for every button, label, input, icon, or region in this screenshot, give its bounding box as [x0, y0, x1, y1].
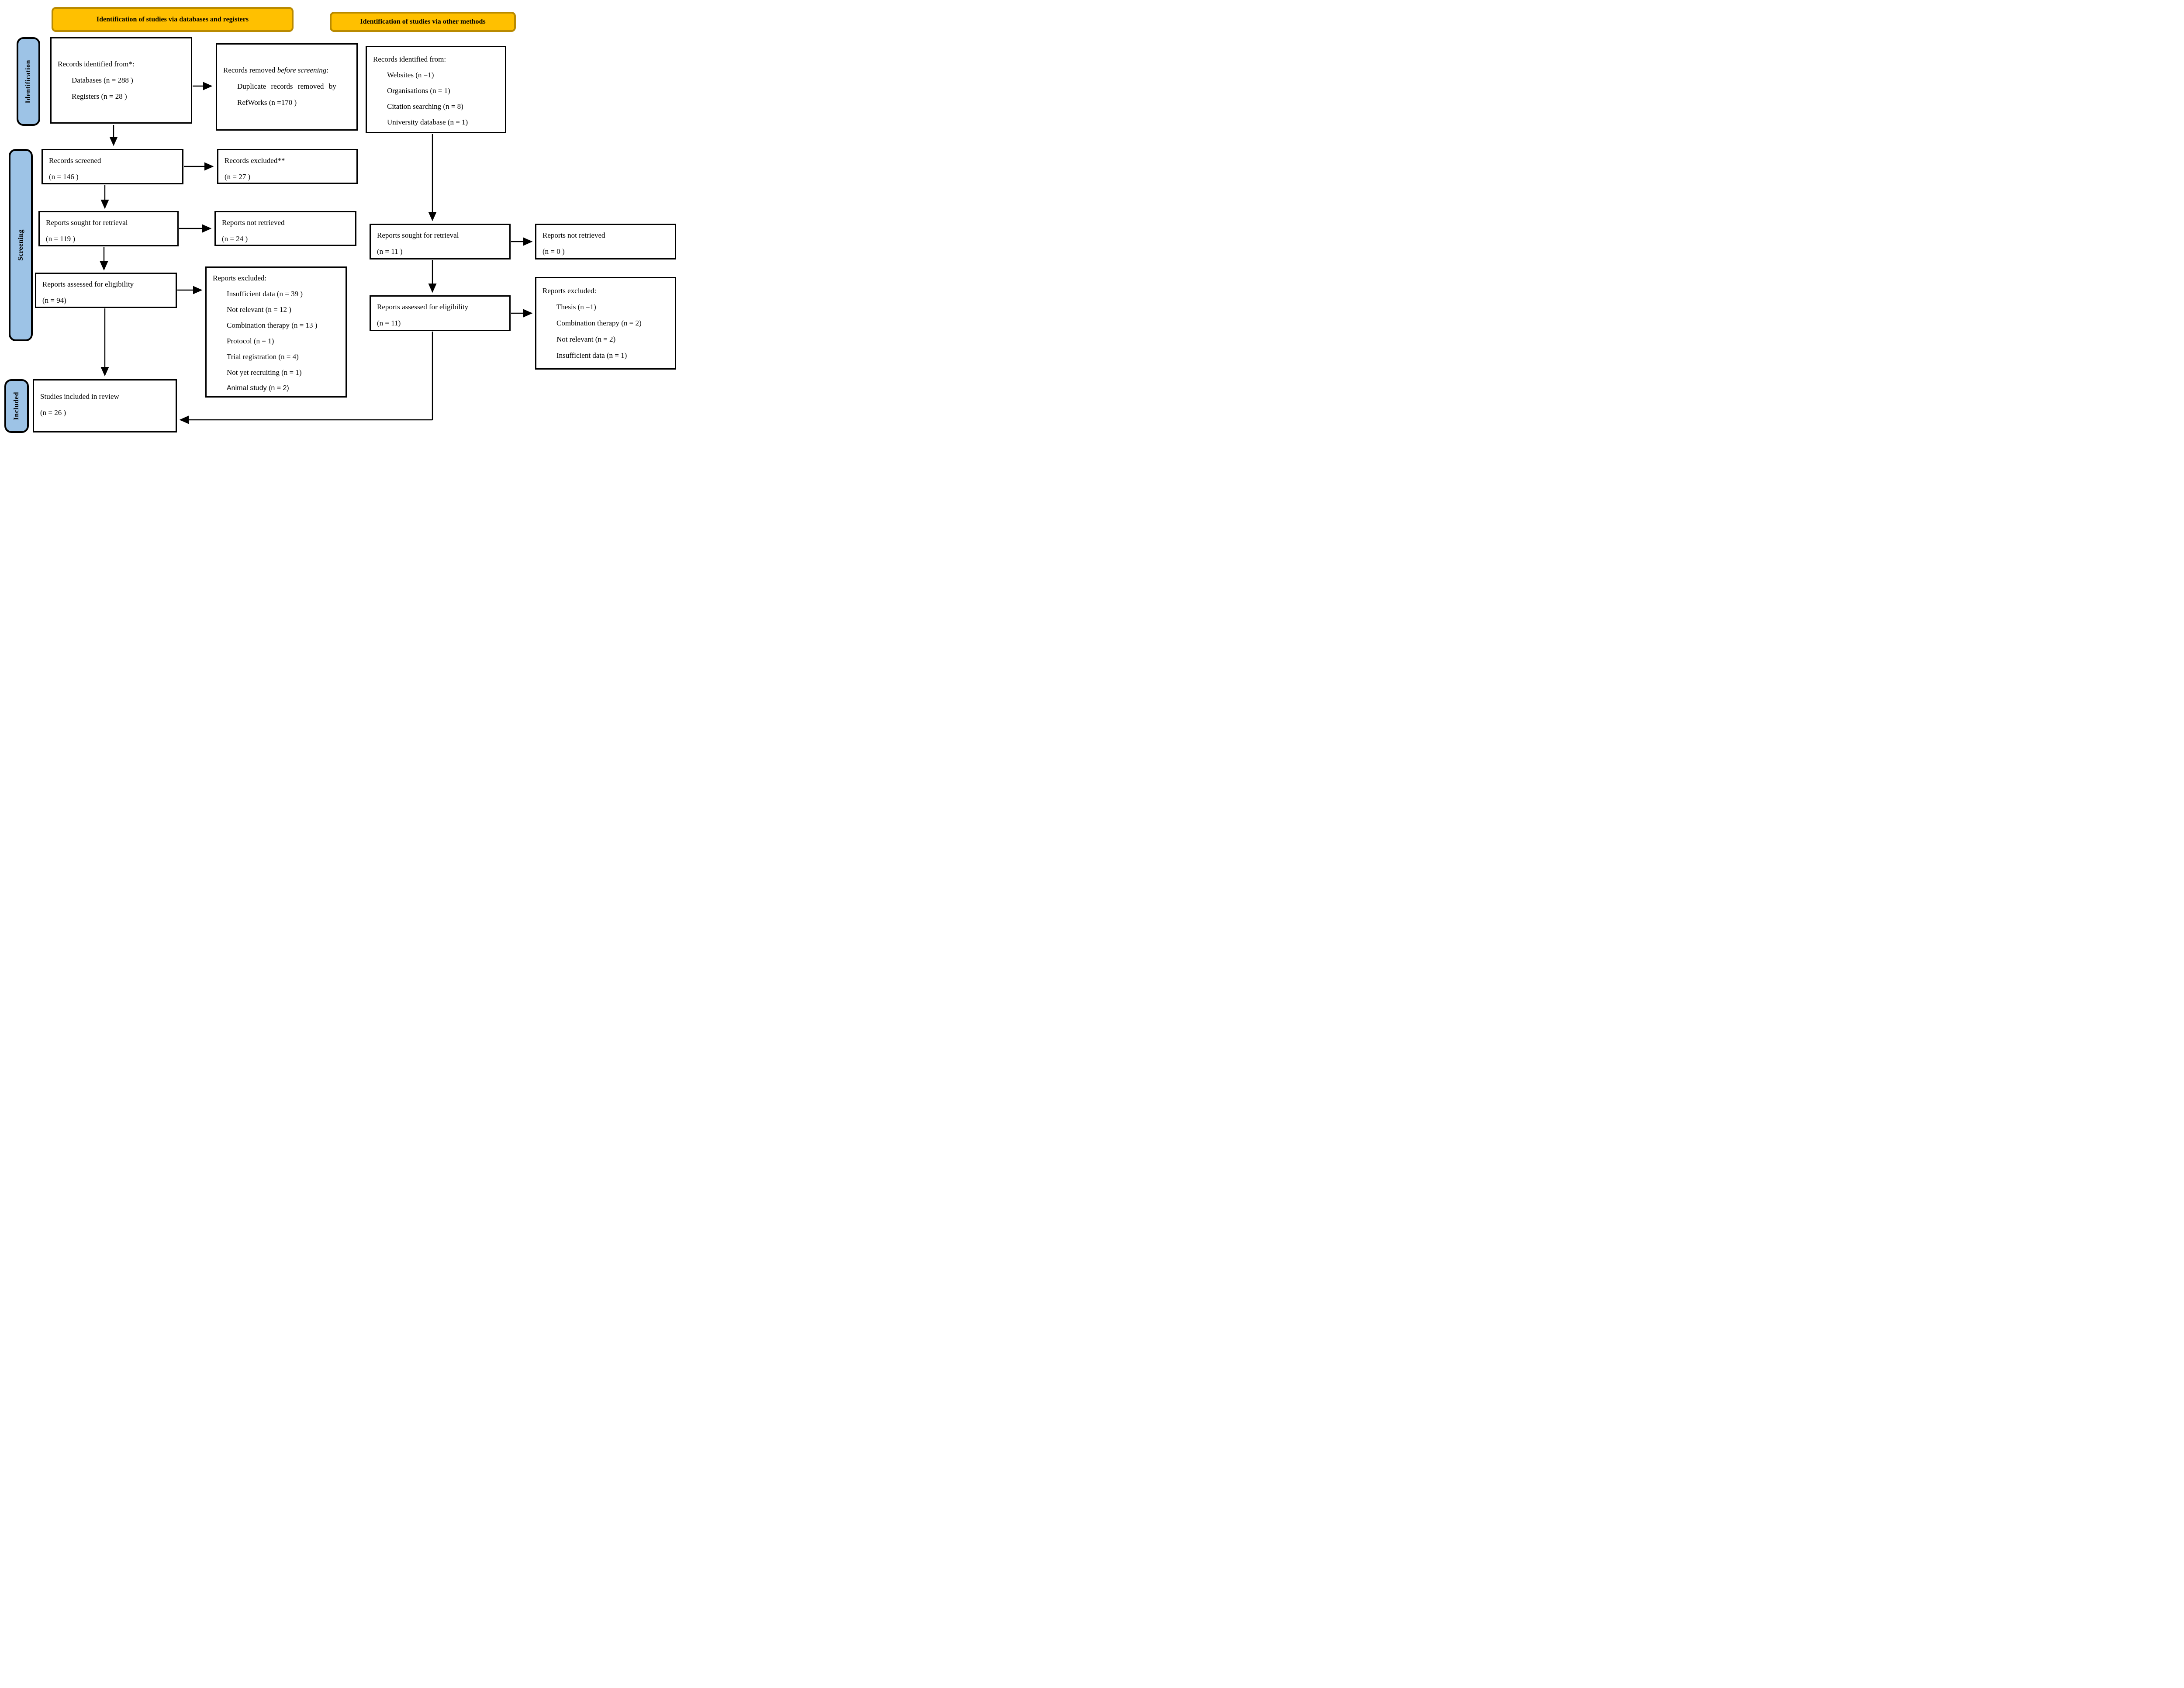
box-title: Reports excluded:	[213, 274, 267, 282]
title-suffix: :	[326, 66, 328, 74]
box-item: Not relevant (n = 12 )	[227, 305, 291, 314]
banner-other-methods-label: Identification of studies via other meth…	[360, 18, 486, 25]
stage-label-screening: Screening	[9, 149, 33, 341]
box-item: Registers (n = 28 )	[72, 92, 127, 100]
box-records-excluded: Records excluded** (n = 27 )	[217, 149, 358, 184]
banner-other-methods: Identification of studies via other meth…	[330, 12, 516, 32]
flow-arrows	[100, 82, 533, 424]
stage-included-text: Included	[13, 392, 20, 420]
box-count: (n = 26 )	[40, 408, 66, 417]
box-title: Reports not retrieved	[543, 231, 605, 239]
box-item: Combination therapy (n = 13 )	[227, 321, 318, 329]
box-reports-assessed-other: Reports assessed for eligibility (n = 11…	[370, 295, 511, 331]
box-title: Records identified from*:	[58, 60, 135, 68]
box-title: Reports sought for retrieval	[46, 218, 128, 227]
box-title: Records removed before screening:	[223, 62, 351, 78]
box-item: Insufficient data (n = 39 )	[227, 290, 303, 298]
box-title: Records identified from:	[373, 55, 446, 63]
box-count: (n = 27 )	[225, 173, 251, 181]
box-count: (n = 146 )	[49, 173, 79, 181]
box-item: University database (n = 1)	[387, 118, 468, 126]
box-item: RefWorks (n =170 )	[237, 98, 297, 107]
box-count: (n = 11)	[377, 319, 401, 327]
box-item: Thesis (n =1)	[556, 303, 596, 311]
box-title: Reports assessed for eligibility	[42, 280, 134, 288]
box-item: Not yet recruiting (n = 1)	[227, 368, 302, 377]
stage-screening-text: Screening	[17, 229, 24, 261]
box-count: (n = 24 )	[222, 235, 248, 243]
box-reports-not-retrieved-other: Reports not retrieved (n = 0 )	[535, 224, 676, 259]
box-title: Reports assessed for eligibility	[377, 303, 469, 311]
box-item: Websites (n =1)	[387, 71, 434, 79]
box-count: (n = 0 )	[543, 247, 565, 256]
banner-databases-registers: Identification of studies via databases …	[52, 7, 294, 32]
box-reports-assessed-databases: Reports assessed for eligibility (n = 94…	[35, 273, 177, 308]
box-title: Reports excluded:	[543, 287, 597, 295]
box-records-screened: Records screened (n = 146 )	[41, 149, 183, 184]
box-item: Protocol (n = 1)	[227, 337, 274, 345]
box-reports-sought-databases: Reports sought for retrieval (n = 119 )	[38, 211, 179, 246]
box-records-removed-before-screening: Records removed before screening: Duplic…	[216, 43, 358, 131]
stage-identification-text: Identification	[24, 59, 32, 104]
banner-databases-registers-label: Identification of studies via databases …	[96, 15, 249, 23]
box-records-identified-other: Records identified from: Websites (n =1)…	[366, 46, 506, 133]
box-reports-not-retrieved-databases: Reports not retrieved (n = 24 )	[214, 211, 356, 246]
title-prefix: Records removed	[223, 66, 277, 74]
box-item: Animal study (n = 2)	[227, 384, 289, 392]
box-item: Combination therapy (n = 2)	[556, 319, 642, 327]
box-item: Trial registration (n = 4)	[227, 353, 299, 361]
box-reports-sought-other: Reports sought for retrieval (n = 11 )	[370, 224, 511, 259]
box-reports-excluded-other: Reports excluded: Thesis (n =1) Combinat…	[535, 277, 676, 370]
stage-label-included: Included	[4, 379, 29, 433]
box-item: Insufficient data (n = 1)	[556, 351, 627, 360]
box-title: Reports not retrieved	[222, 218, 285, 227]
box-title: Records excluded**	[225, 156, 285, 165]
box-count: (n = 11 )	[377, 247, 403, 256]
box-item: Citation searching (n = 8)	[387, 102, 463, 111]
box-title: Records screened	[49, 156, 101, 165]
box-item: Databases (n = 288 )	[72, 76, 133, 84]
box-item: Duplicate records removed by	[237, 82, 336, 90]
box-studies-included: Studies included in review (n = 26 )	[33, 379, 177, 432]
box-count: (n = 94)	[42, 296, 66, 304]
stage-label-identification: Identification	[17, 37, 40, 126]
title-italic: before screening	[277, 66, 327, 74]
box-title: Reports sought for retrieval	[377, 231, 459, 239]
box-title: Studies included in review	[40, 392, 119, 401]
box-count: (n = 119 )	[46, 235, 76, 243]
box-reports-excluded-databases: Reports excluded: Insufficient data (n =…	[205, 266, 347, 398]
box-item: Organisations (n = 1)	[387, 86, 450, 95]
box-item: Not relevant (n = 2)	[556, 335, 616, 343]
box-records-identified-databases: Records identified from*: Databases (n =…	[50, 37, 192, 124]
prisma-flow-diagram: Identification of studies via databases …	[0, 0, 685, 439]
